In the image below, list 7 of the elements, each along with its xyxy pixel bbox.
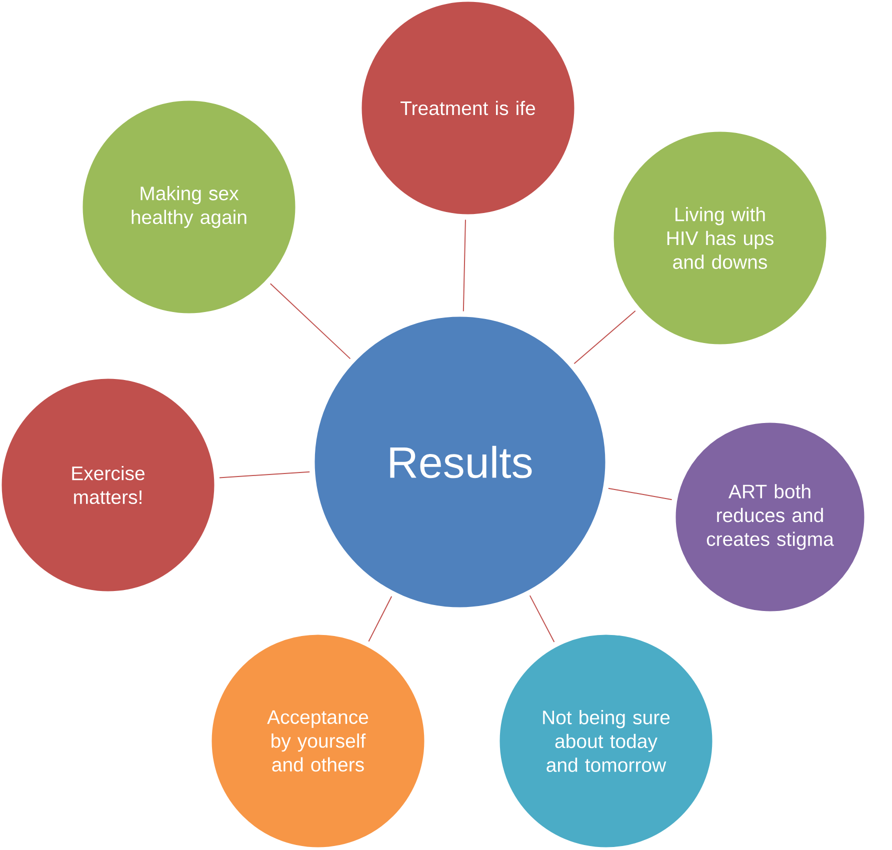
connector-line xyxy=(608,488,672,500)
connector-line xyxy=(270,283,351,360)
connector-line xyxy=(368,596,392,642)
connector-line xyxy=(219,471,310,478)
connector-line xyxy=(574,310,636,364)
connector-line xyxy=(529,595,555,642)
connector-line xyxy=(462,219,466,312)
